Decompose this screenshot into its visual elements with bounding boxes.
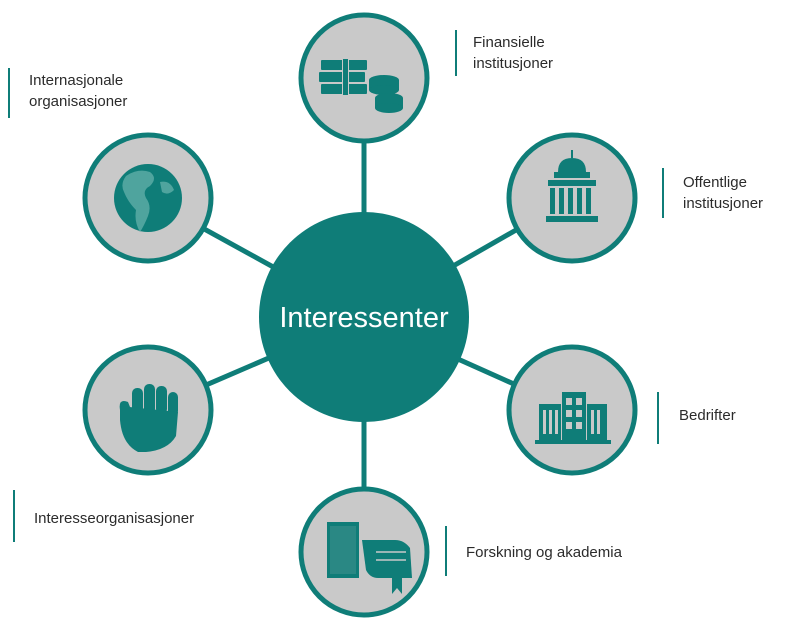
- node-internasjonale: [82, 132, 214, 264]
- raised-fist-icon: [119, 384, 178, 452]
- node-offentlige: [506, 132, 638, 264]
- label-bar-interesseorganisasjoner: [13, 490, 15, 542]
- label-bar-internasjonale: [8, 68, 10, 118]
- label-internasjonale-line-1: Internasjonale: [29, 72, 124, 89]
- label-offentlige: Offentlige institusjoner: [683, 172, 763, 214]
- center-hub: [259, 212, 469, 422]
- label-bedrifter: Bedrifter: [679, 405, 736, 426]
- label-bedrifter-line-1: Bedrifter: [679, 407, 736, 424]
- label-offentlige-line-1: Offentlige: [683, 174, 747, 191]
- books-icon: [327, 522, 412, 594]
- node-interesseorganisasjoner: [82, 344, 214, 476]
- money-stack-icon: [319, 58, 403, 113]
- label-interesseorganisasjoner: Interesseorganisasjoner: [34, 508, 194, 529]
- label-forskning-line-1: Forskning og akademia: [466, 544, 622, 561]
- label-bar-offentlige: [662, 168, 664, 218]
- label-internasjonale: Internasjonale organisasjoner: [29, 70, 127, 112]
- office-building-icon: [535, 392, 611, 444]
- label-forskning: Forskning og akademia: [466, 542, 622, 563]
- label-bar-bedrifter: [657, 392, 659, 444]
- globe-icon: [114, 164, 182, 232]
- node-forskning: [298, 486, 430, 618]
- label-interesseorganisasjoner-line-1: Interesseorganisasjoner: [34, 510, 195, 527]
- center-label: Interessenter: [279, 302, 449, 334]
- government-building-icon: [546, 150, 598, 222]
- node-finansielle: [298, 12, 430, 144]
- label-internasjonale-line-2: organisasjoner: [29, 93, 128, 110]
- node-bedrifter: [506, 344, 638, 476]
- label-offentlige-line-2: institusjoner: [683, 195, 764, 212]
- label-bar-forskning: [445, 526, 447, 576]
- label-finansielle-line-2: institusjoner: [473, 55, 554, 72]
- label-finansielle-line-1: Finansielle: [473, 34, 545, 51]
- label-finansielle: Finansielle institusjoner: [473, 32, 553, 74]
- label-bar-finansielle: [455, 30, 457, 76]
